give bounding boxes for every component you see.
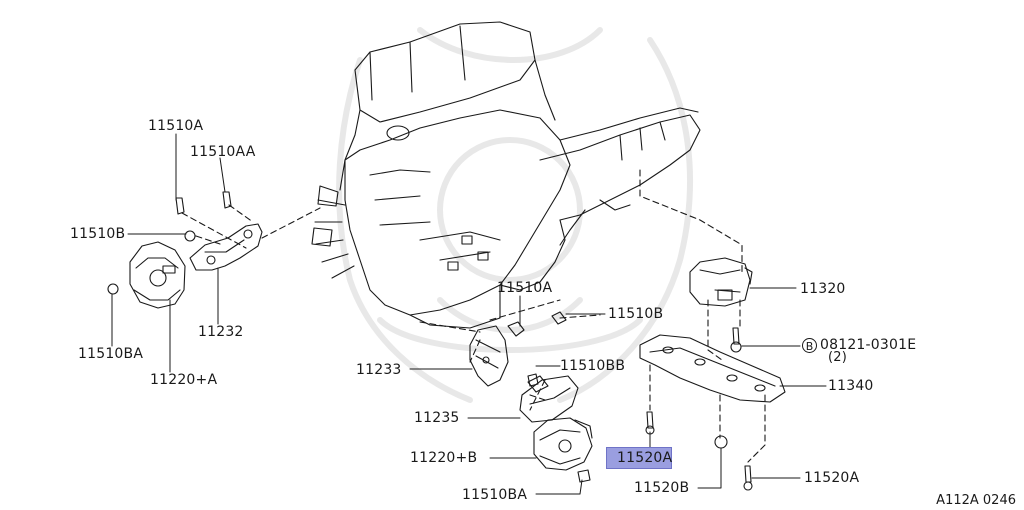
leader-lines-dashed <box>181 169 766 463</box>
label-11320: 11320 <box>800 281 846 297</box>
engine-transmission <box>311 21 701 329</box>
label-11233: 11233 <box>356 362 402 378</box>
label-11510A-top: 11510A <box>148 118 204 134</box>
label-11510BA-left: 11510BA <box>78 346 144 362</box>
label-11510AA: 11510AA <box>190 144 256 160</box>
watermark <box>336 27 693 403</box>
bolt-prefix-circle: B <box>802 338 817 353</box>
fasteners-center <box>507 311 591 483</box>
label-11510A-mid: 11510A <box>497 280 553 296</box>
label-08121-0301E: 08121-0301E <box>820 337 917 353</box>
callout-leaders <box>111 133 827 495</box>
label-11232: 11232 <box>198 324 244 340</box>
insulator-11320 <box>689 257 753 307</box>
label-11220B: 11220+B <box>410 450 478 466</box>
label-11510B-mid: 11510B <box>608 306 664 322</box>
label-11510BA-bottom: 11510BA <box>462 487 528 503</box>
crossmember-11340 <box>639 334 786 403</box>
highlighted-part-callout[interactable]: 11520A <box>606 447 672 469</box>
label-11520A-right: 11520A <box>804 470 860 486</box>
insulator-11220A <box>129 241 186 309</box>
label-11510BB: 11510BB <box>560 358 626 374</box>
label-11340: 11340 <box>828 378 874 394</box>
label-11220A: 11220+A <box>150 372 218 388</box>
insulator-11220B <box>533 417 593 471</box>
label-11520A-highlight: 11520A <box>617 450 673 466</box>
bracket-11232 <box>189 223 263 271</box>
fasteners-left <box>107 191 232 295</box>
label-08121-quantity: (2) <box>828 350 848 365</box>
label-11520B: 11520B <box>634 480 690 496</box>
bracket-11235 <box>519 375 579 423</box>
bracket-11233 <box>469 325 509 387</box>
label-11510B-left: 11510B <box>70 226 126 242</box>
label-11235: 11235 <box>414 410 460 426</box>
diagram-reference-code: A112A 0246 <box>936 493 1016 508</box>
